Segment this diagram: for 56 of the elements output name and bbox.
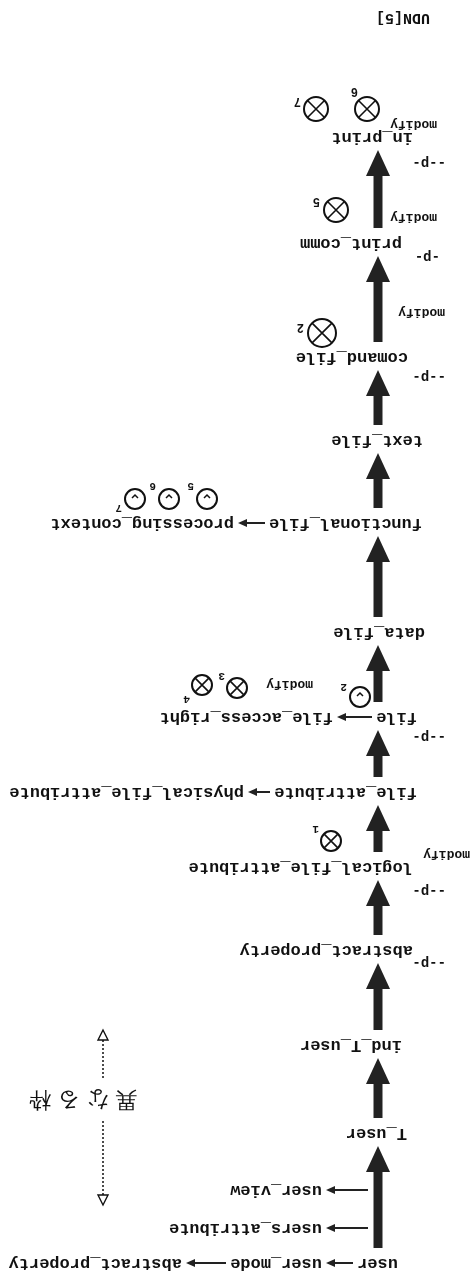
index-number: 6 bbox=[149, 479, 156, 494]
index-number: 7 bbox=[293, 93, 301, 109]
arrow bbox=[238, 519, 266, 527]
index-number: 1 bbox=[312, 822, 319, 837]
hatched-arrow bbox=[366, 730, 390, 777]
term-text: file_attribute bbox=[274, 782, 417, 802]
arrow bbox=[186, 1259, 227, 1267]
annotation-text: modify bbox=[266, 676, 313, 694]
term-text: data_file bbox=[333, 622, 425, 642]
annotation-text: modify bbox=[390, 116, 437, 133]
index-number: 2 bbox=[296, 319, 304, 335]
term-text: ind_T_user bbox=[299, 1035, 402, 1055]
hatched-arrow bbox=[366, 1146, 390, 1248]
term-text: processing_context bbox=[50, 513, 234, 533]
index-number: 5 bbox=[187, 479, 194, 494]
hatched-arrow bbox=[366, 1058, 390, 1118]
term-text: physical_file_attribute bbox=[9, 782, 244, 802]
hatched-arrow bbox=[366, 536, 390, 617]
term-text: user bbox=[357, 1253, 398, 1273]
annotation-text: modify bbox=[390, 209, 437, 227]
term-text: abstract_property bbox=[8, 1253, 182, 1273]
annotation-text: modify bbox=[423, 846, 470, 864]
term-text: user_mode bbox=[230, 1253, 322, 1273]
term-text: T_user bbox=[345, 1123, 407, 1143]
hatched-arrow bbox=[366, 370, 390, 425]
index-number: 3 bbox=[218, 669, 225, 684]
term-text: users_attribute bbox=[168, 1218, 322, 1238]
annotation-text: 異なる枠 bbox=[23, 1087, 137, 1113]
arrow bbox=[326, 1224, 369, 1232]
term-text: text_file bbox=[331, 430, 423, 450]
index-number: 6 bbox=[350, 83, 358, 99]
index-number: 5 bbox=[312, 193, 320, 209]
term-text: file_access_right bbox=[159, 707, 333, 727]
hatched-arrow bbox=[366, 805, 390, 852]
hatched-arrow bbox=[366, 453, 390, 508]
term-text: print_comm bbox=[299, 233, 402, 253]
index-number: 4 bbox=[183, 692, 190, 707]
term-text: functional_file bbox=[268, 513, 422, 533]
caption: UDN[5] bbox=[376, 8, 430, 26]
hatched-arrow bbox=[366, 645, 390, 702]
term-text: file bbox=[376, 707, 417, 727]
hatched-arrow bbox=[366, 256, 390, 342]
hatched-arrow bbox=[366, 880, 390, 935]
annotation-text: modify bbox=[398, 304, 445, 322]
hatched-arrow bbox=[366, 150, 390, 228]
arrow bbox=[326, 1186, 369, 1194]
term-text: logical_file_attribute bbox=[188, 857, 413, 877]
index-number: 7 bbox=[115, 501, 122, 516]
arrow bbox=[337, 713, 373, 721]
term-text: comand_file bbox=[295, 347, 408, 367]
index-number: 2 bbox=[340, 680, 347, 695]
arrow bbox=[248, 788, 271, 796]
arrow bbox=[326, 1259, 354, 1267]
hatched-arrow bbox=[366, 963, 390, 1030]
term-text: abstract_property bbox=[239, 940, 413, 960]
term-text: user_view bbox=[230, 1180, 322, 1200]
